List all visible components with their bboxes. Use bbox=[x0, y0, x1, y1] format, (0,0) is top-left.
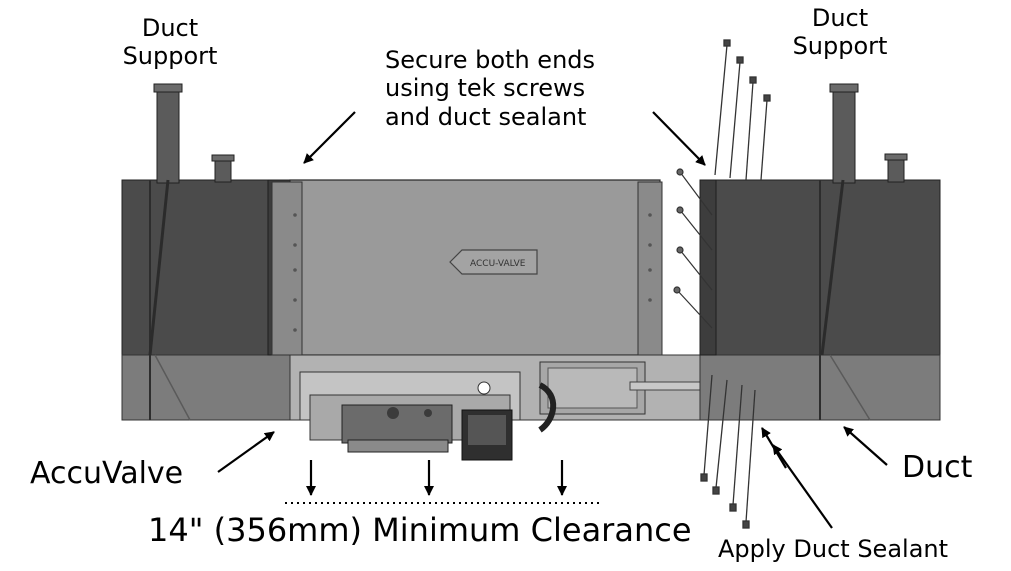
unit-logo-text: ACCU-VALVE bbox=[470, 259, 526, 269]
sealant-arrow-2 bbox=[761, 427, 787, 469]
leader-arrows bbox=[217, 111, 888, 529]
duct-arrow bbox=[843, 426, 888, 466]
tek-screws-side bbox=[673, 168, 713, 329]
actuator-housing bbox=[299, 371, 557, 461]
tek-screws-upper bbox=[714, 39, 771, 181]
secure-instruction-label: Secure both ends using tek screws and du… bbox=[385, 46, 596, 131]
secure-left-arrow bbox=[303, 111, 356, 164]
sealant-arrow-1 bbox=[772, 444, 833, 529]
accuvalve-arrow bbox=[217, 431, 275, 473]
clearance-arrows bbox=[306, 460, 567, 496]
duct-label: Duct bbox=[902, 450, 973, 485]
tek-screws-lower bbox=[700, 374, 756, 529]
right-duct-support bbox=[820, 83, 908, 356]
apply-sealant-label: Apply Duct Sealant bbox=[718, 535, 949, 563]
left-duct bbox=[121, 179, 291, 421]
accuvalve-label: AccuValve bbox=[30, 456, 184, 491]
right-duct bbox=[699, 179, 941, 421]
duct-support-right-label: Duct Support bbox=[792, 4, 888, 61]
left-duct-support bbox=[148, 83, 235, 356]
unit-logo-plate: ACCU-VALVE bbox=[449, 249, 538, 275]
duct-support-left-label: Duct Support bbox=[122, 14, 218, 71]
secure-right-arrow bbox=[652, 111, 706, 166]
clearance-label: 14" (356mm) Minimum Clearance bbox=[148, 511, 692, 549]
